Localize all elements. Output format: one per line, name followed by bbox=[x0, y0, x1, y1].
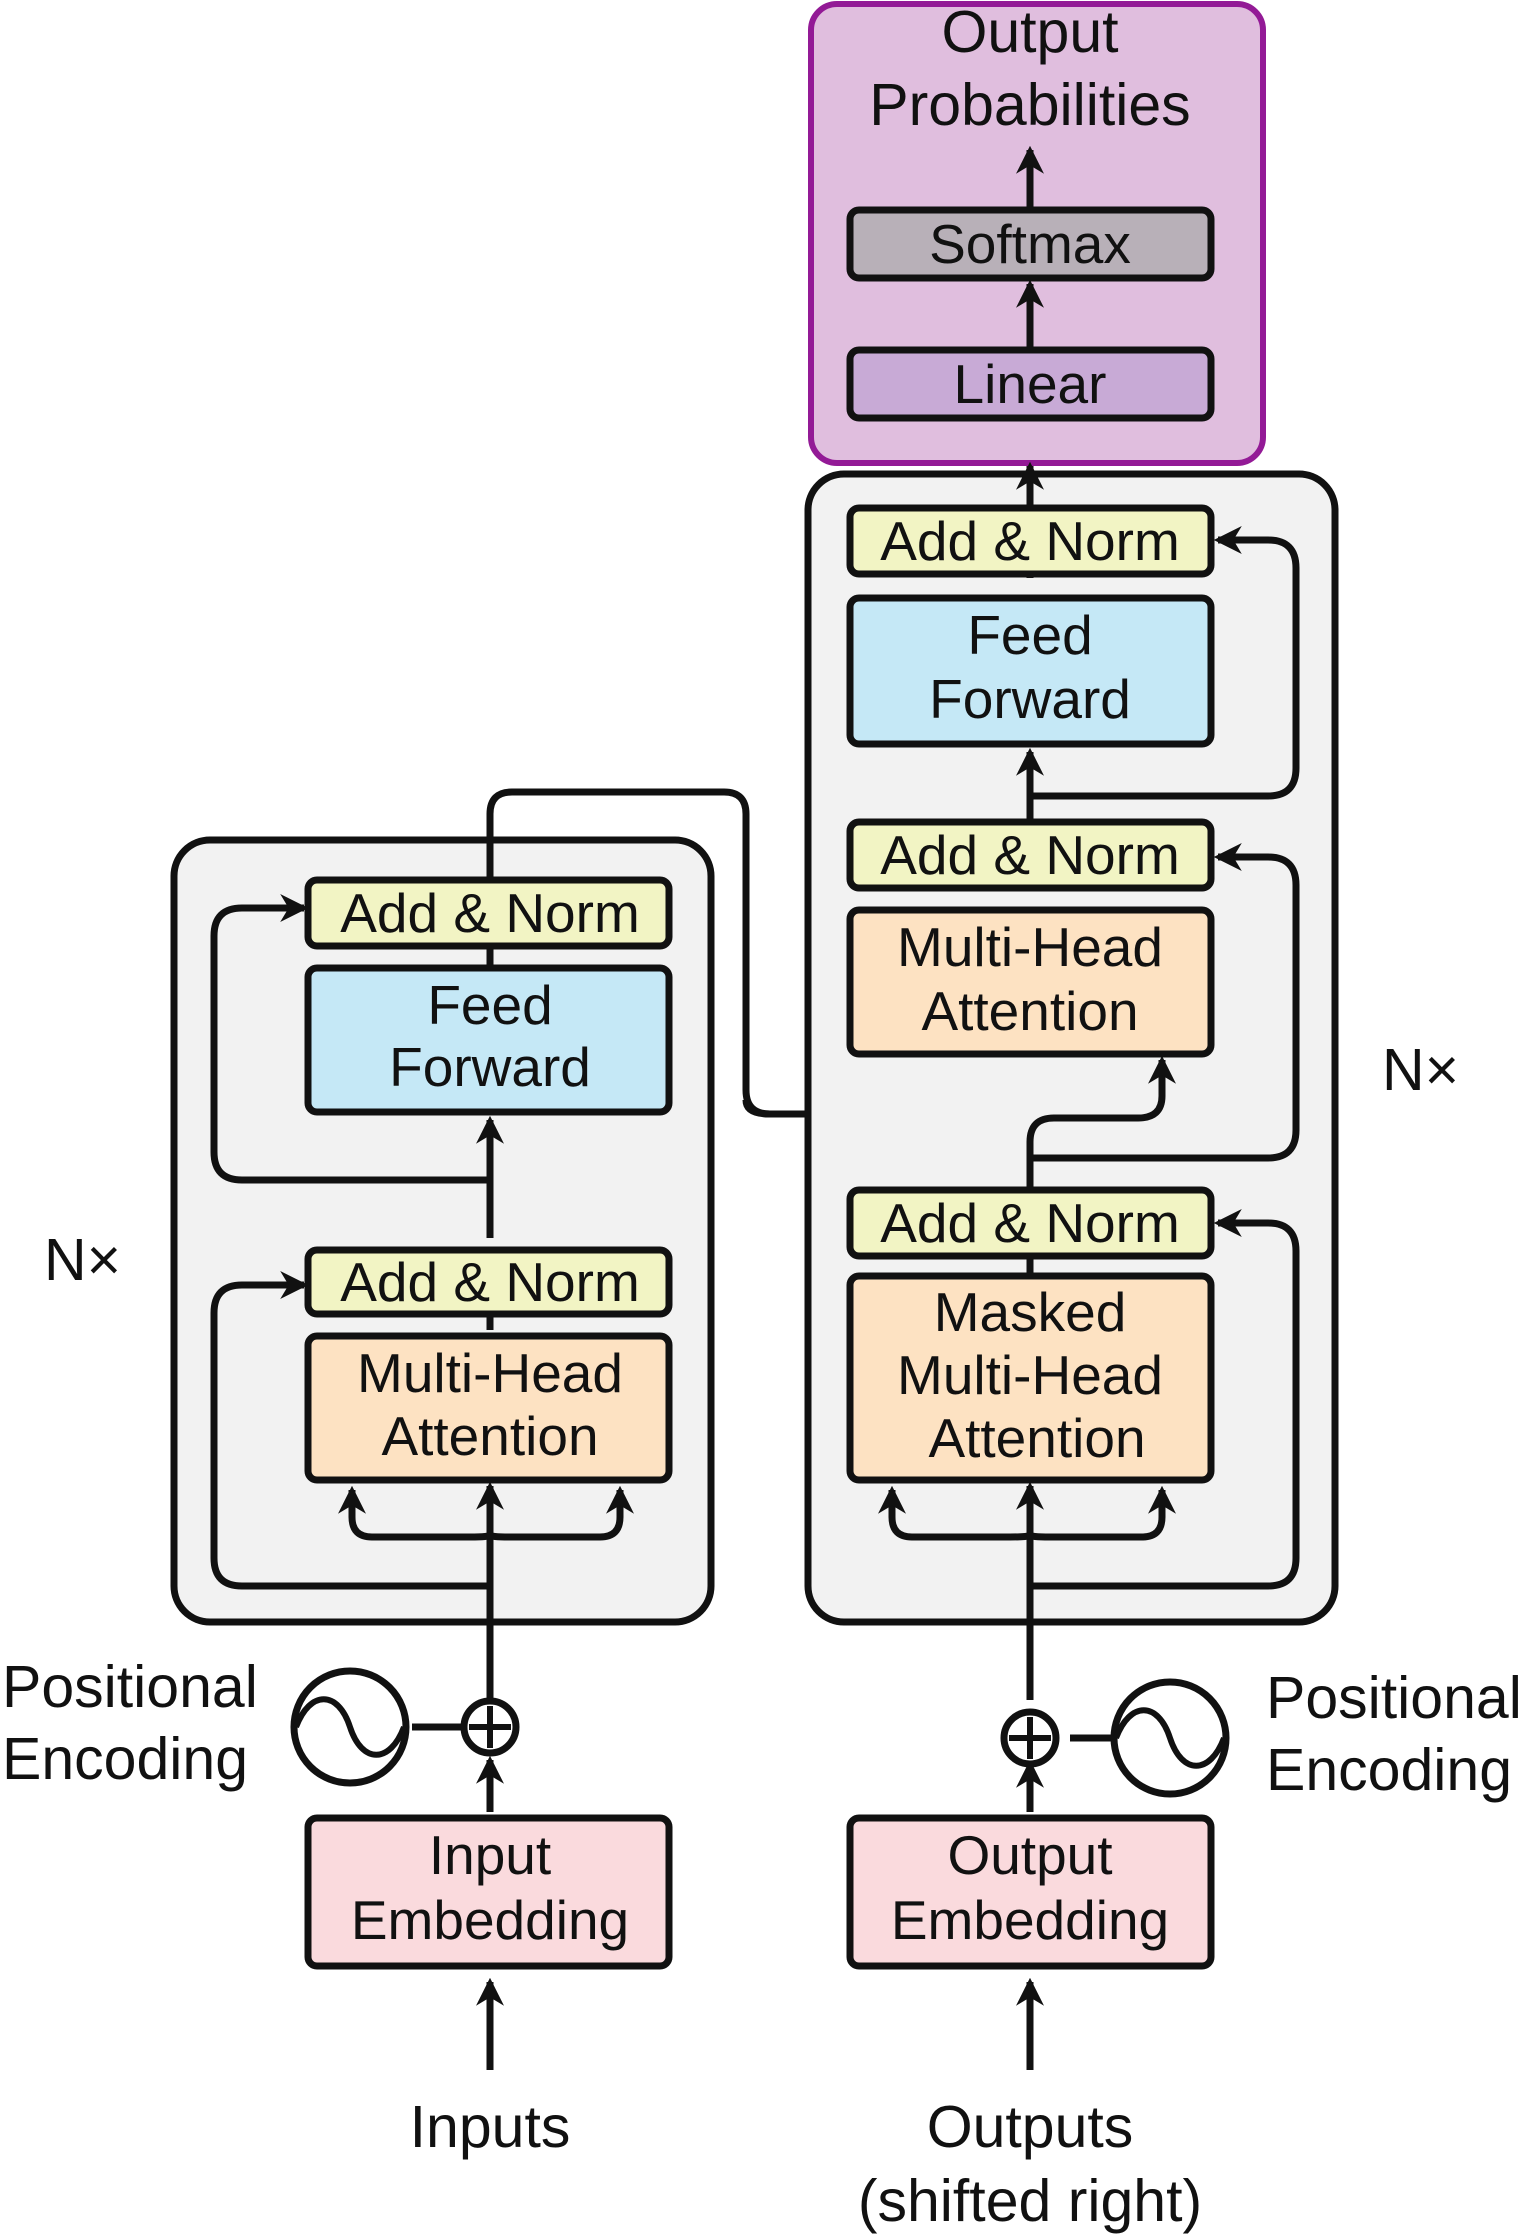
circle-plus-icon bbox=[460, 1697, 520, 1757]
output-embedding: Output Embedding bbox=[846, 1814, 1215, 1970]
softmax-label: Softmax bbox=[929, 213, 1131, 275]
input-embedding-line1: Input bbox=[429, 1824, 551, 1886]
output-probabilities-title-line1: Output bbox=[941, 0, 1118, 65]
outputs-label-line1: Outputs bbox=[927, 2094, 1134, 2160]
decoder-cross-attention: Multi-Head Attention bbox=[846, 906, 1215, 1058]
encoder-add-norm-bottom: Add & Norm bbox=[304, 1246, 673, 1318]
encoder-stack bbox=[170, 836, 715, 1626]
encoder-feed-forward-line1: Feed bbox=[427, 974, 552, 1036]
decoder-add-norm-mid-label: Add & Norm bbox=[880, 824, 1180, 886]
decoder-add-norm-bottom-label: Add & Norm bbox=[880, 1192, 1180, 1254]
output-probabilities-title-line2: Probabilities bbox=[869, 72, 1190, 138]
encoder-feed-forward: Feed Forward bbox=[304, 964, 673, 1116]
decoder-feed-forward-line1: Feed bbox=[967, 604, 1092, 666]
input-embedding-line2: Embedding bbox=[351, 1889, 629, 1951]
encoder-multi-head-attention: Multi-Head Attention bbox=[304, 1332, 673, 1484]
inputs-label: Inputs bbox=[410, 2094, 571, 2160]
decoder-connections bbox=[878, 461, 1300, 2070]
decoder-positional-encoding: Positional Encoding bbox=[1000, 1665, 1520, 1803]
encoder-add-norm-bottom-label: Add & Norm bbox=[340, 1251, 640, 1313]
decoder-positional-line2: Encoding bbox=[1266, 1737, 1512, 1803]
decoder-masked-line3: Attention bbox=[928, 1407, 1145, 1469]
encoder-feed-forward-line2: Forward bbox=[389, 1036, 591, 1098]
encoder-attention-line2: Attention bbox=[381, 1405, 598, 1467]
output-embedding-line1: Output bbox=[947, 1824, 1112, 1886]
softmax-box: Softmax bbox=[846, 206, 1215, 282]
decoder-feed-forward-line2: Forward bbox=[929, 668, 1131, 730]
decoder-add-norm-bottom: Add & Norm bbox=[846, 1186, 1215, 1260]
input-embedding: Input Embedding bbox=[304, 1814, 673, 1970]
encoder-repeat-label: N× bbox=[44, 1227, 121, 1293]
encoder-positional-line2: Encoding bbox=[2, 1726, 248, 1792]
decoder-cross-attention-line1: Multi-Head bbox=[897, 916, 1163, 978]
decoder-feed-forward: Feed Forward bbox=[846, 594, 1215, 748]
output-embedding-line2: Embedding bbox=[891, 1889, 1169, 1951]
decoder-add-norm-top-label: Add & Norm bbox=[880, 510, 1180, 572]
decoder-positional-line1: Positional bbox=[1266, 1665, 1520, 1731]
decoder-cross-attention-line2: Attention bbox=[921, 980, 1138, 1042]
decoder-add-norm-top: Add & Norm bbox=[846, 504, 1215, 578]
linear-box: Linear bbox=[846, 346, 1215, 422]
decoder-repeat-label: N× bbox=[1382, 1037, 1459, 1103]
linear-label: Linear bbox=[954, 353, 1107, 415]
encoder-add-norm-top: Add & Norm bbox=[304, 876, 673, 950]
decoder-masked-attention: Masked Multi-Head Attention bbox=[846, 1272, 1215, 1484]
decoder-masked-line2: Multi-Head bbox=[897, 1344, 1163, 1406]
decoder-add-norm-mid: Add & Norm bbox=[846, 818, 1215, 892]
output-probabilities-block: Output Probabilities Softmax Linear bbox=[808, 0, 1266, 466]
encoder-positional-line1: Positional bbox=[2, 1654, 258, 1720]
outputs-label-line2: (shifted right) bbox=[858, 2168, 1202, 2234]
circle-plus-icon bbox=[1000, 1708, 1060, 1768]
decoder-masked-line1: Masked bbox=[934, 1281, 1127, 1343]
encoder-add-norm-top-label: Add & Norm bbox=[340, 882, 640, 944]
encoder-positional-encoding: Positional Encoding bbox=[2, 1654, 520, 1792]
encoder-attention-line1: Multi-Head bbox=[357, 1342, 623, 1404]
